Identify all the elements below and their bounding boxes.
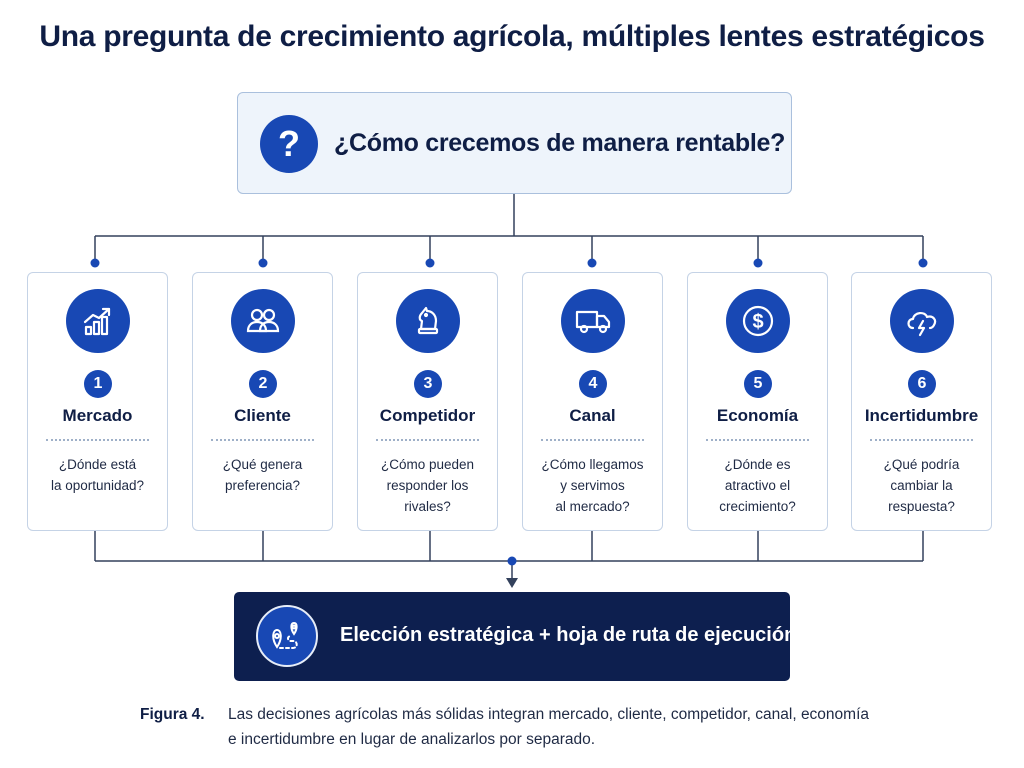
lens-number-badge: 6 bbox=[908, 370, 936, 398]
central-question-box: ? ¿Cómo crecemos de manera rentable? bbox=[237, 92, 792, 194]
lens-card-channel: 4 Canal ¿Cómo llegamos y servimos al mer… bbox=[522, 272, 663, 531]
lens-title: Economía bbox=[716, 406, 799, 425]
lens-question: ¿Dónde está la oportunidad? bbox=[50, 457, 145, 493]
chess-knight-icon bbox=[396, 289, 460, 353]
connector-dot-1 bbox=[90, 258, 100, 268]
lens-number-badge: 3 bbox=[414, 370, 442, 398]
lens-title: Cliente bbox=[234, 406, 291, 425]
dotted-divider bbox=[870, 439, 973, 441]
dotted-divider bbox=[376, 439, 479, 441]
lens-question: ¿Cómo pueden responder los rivales? bbox=[380, 457, 475, 514]
lens-title: Mercado bbox=[62, 406, 133, 425]
lens-title: Canal bbox=[569, 406, 616, 425]
dollar-icon: $ bbox=[726, 289, 790, 353]
caption-label: Figura 4. bbox=[140, 706, 205, 723]
connector-dot-bottom bbox=[507, 556, 517, 566]
lens-card-economy: $ 5 Economía ¿Dónde es atractivo el crec… bbox=[687, 272, 828, 531]
lens-number-badge: 2 bbox=[249, 370, 277, 398]
connector-dot-2 bbox=[258, 258, 268, 268]
lens-title: Incertidumbre bbox=[864, 406, 979, 425]
figure-title: Una pregunta de crecimiento agrícola, mú… bbox=[39, 20, 985, 53]
lens-card-customer: 2 Cliente ¿Qué genera preferencia? bbox=[192, 272, 333, 531]
growth-chart-icon bbox=[66, 289, 130, 353]
lens-title: Competidor bbox=[379, 406, 476, 425]
storm-cloud-icon bbox=[890, 289, 954, 353]
lens-number-badge: 1 bbox=[84, 370, 112, 398]
delivery-truck-icon bbox=[561, 289, 625, 353]
connector-dot-3 bbox=[425, 258, 435, 268]
question-icon: ? bbox=[260, 115, 318, 173]
users-icon bbox=[231, 289, 295, 353]
strategic-choice-text: Elección estratégica + hoja de ruta de e… bbox=[340, 624, 797, 646]
lens-card-competitor: 3 Competidor ¿Cómo pueden responder los … bbox=[357, 272, 498, 531]
lens-question: ¿Cómo llegamos y servimos al mercado? bbox=[541, 457, 644, 514]
caption-text: Las decisiones agrícolas más sólidas int… bbox=[228, 706, 870, 748]
lens-number-badge: 5 bbox=[744, 370, 772, 398]
lens-card-market: 1 Mercado ¿Dónde está la oportunidad? bbox=[27, 272, 168, 531]
connector-dot-5 bbox=[753, 258, 763, 268]
lens-card-uncertainty: 6 Incertidumbre ¿Qué podría cambiar la r… bbox=[851, 272, 992, 531]
central-question-text: ¿Cómo crecemos de manera rentable? bbox=[334, 129, 786, 157]
connector-dot-4 bbox=[587, 258, 597, 268]
dotted-divider bbox=[46, 439, 149, 441]
svg-text:$: $ bbox=[752, 311, 763, 333]
strategic-choice-box: Elección estratégica + hoja de ruta de e… bbox=[234, 592, 796, 681]
lens-number-badge: 4 bbox=[579, 370, 607, 398]
route-map-icon bbox=[256, 605, 318, 667]
dotted-divider bbox=[706, 439, 809, 441]
dotted-divider bbox=[541, 439, 644, 441]
connector-dot-6 bbox=[918, 258, 928, 268]
dotted-divider bbox=[211, 439, 314, 441]
lens-question: ¿Dónde es atractivo el crecimiento? bbox=[719, 457, 796, 514]
arrow-down-icon bbox=[506, 578, 518, 588]
lens-question: ¿Qué genera preferencia? bbox=[222, 457, 303, 493]
lens-question: ¿Qué podría cambiar la respuesta? bbox=[883, 457, 960, 514]
